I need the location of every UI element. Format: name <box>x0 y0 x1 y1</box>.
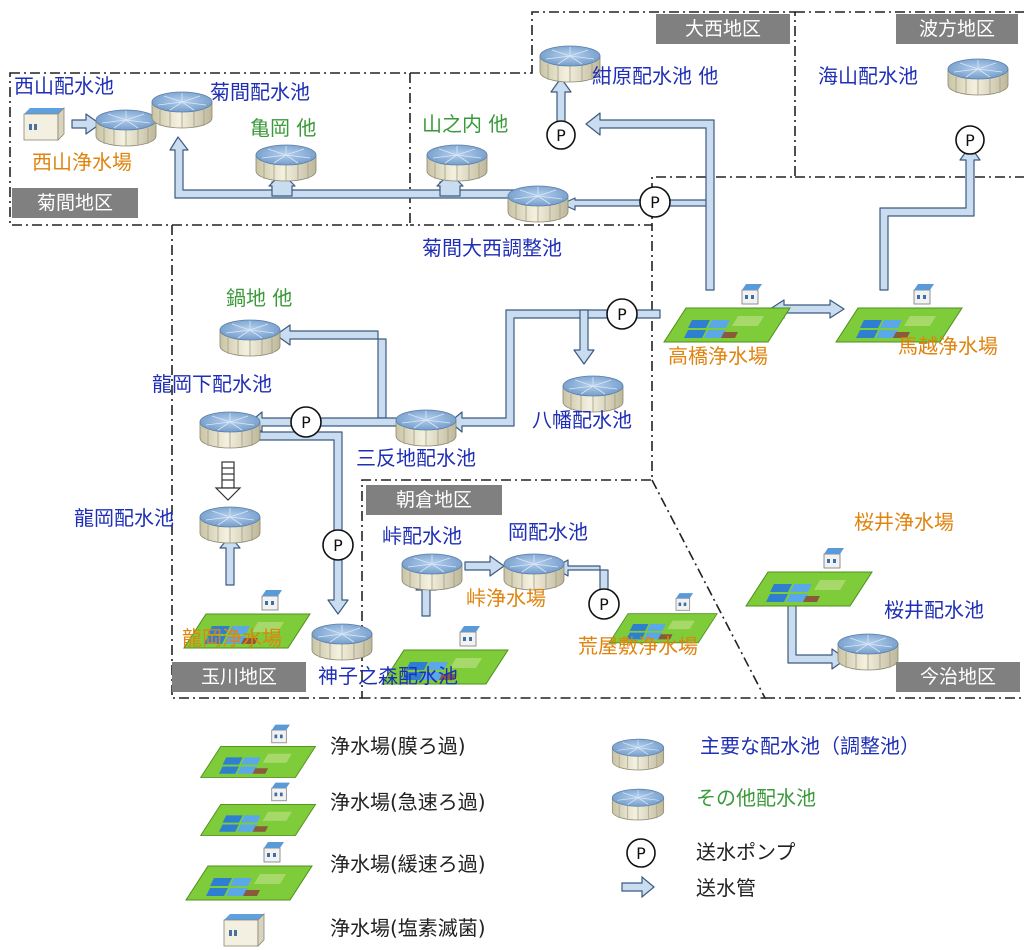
reservoir-nabeji-tank <box>219 319 281 357</box>
reservoir-mikonomori-label: 神子之森配水池 <box>318 664 458 688</box>
reservoir-ryuoka-shita-tank <box>199 411 261 449</box>
reservoir-kaizan-tank <box>947 58 1009 96</box>
reservoir-nishiyama-tank <box>95 109 157 147</box>
pump-label: P <box>599 595 609 614</box>
plant-arayashiki-label: 荒屋敷浄水場 <box>578 634 698 658</box>
pipe-to-yawata <box>573 309 595 365</box>
pipe-to-kikuma-onishi <box>561 197 711 211</box>
reservoir-sakurai-label: 桜井配水池 <box>884 598 984 622</box>
legend-rapid-icon <box>200 782 316 836</box>
pump-label: P <box>650 193 660 212</box>
reservoir-kikuma-onishi-label: 菊間大西調整池 <box>422 236 562 260</box>
pump-label: P <box>301 413 311 432</box>
pump-mikonomori <box>322 529 354 561</box>
reservoir-nishiyama-label: 西山配水池 <box>14 74 114 98</box>
district-hakata-badge: 波方地区 <box>896 14 1018 44</box>
pipe-branch-kameoka <box>268 172 296 197</box>
reservoir-kameoka-label: 亀岡 他 <box>250 116 317 140</box>
pump-label: P <box>636 844 646 863</box>
plant-nishiyama-building <box>23 107 65 141</box>
district-kikuma-badge: 菊間地区 <box>12 188 138 218</box>
plant-sakurai-label: 桜井浄水場 <box>854 510 954 534</box>
pipe-ryuoka-shita-to-ryuoka <box>214 461 242 501</box>
reservoir-santanji-label: 三反地配水池 <box>356 446 476 470</box>
reservoir-mikonomori-tank <box>311 623 373 661</box>
reservoir-kaizan-label: 海山配水池 <box>818 64 918 88</box>
reservoir-tanks <box>95 45 1009 821</box>
boundary-kikuma <box>9 72 411 226</box>
legend-other-reservoir-label: その他配水池 <box>696 786 816 810</box>
boundary-hakata <box>795 11 1024 178</box>
legend-rapid-label: 浄水場(急速ろ過) <box>330 790 486 814</box>
plant-toge-label: 峠浄水場 <box>466 586 546 610</box>
reservoir-ryuoka-shita-label: 龍岡下配水池 <box>152 372 272 396</box>
legend-pump-symbol <box>626 838 656 868</box>
pump-arayashiki <box>588 588 620 620</box>
district-onishi-badge: 大西地区 <box>656 14 790 44</box>
legend-pipe-arrow <box>621 875 655 899</box>
legend-slow-label: 浄水場(緩速ろ過) <box>330 852 486 876</box>
reservoir-sakurai-tank <box>837 633 899 671</box>
pipe-santanji-to-nabeji <box>275 324 387 419</box>
reservoir-yamanouchi-tank <box>426 144 488 182</box>
pump-label: P <box>965 131 975 150</box>
pump-kaizan <box>955 125 985 155</box>
plant-ryuoka-label: 龍岡浄水場 <box>182 626 282 650</box>
legend-other-reservoir-tank <box>611 788 665 821</box>
pipe-takahashi-north <box>585 112 715 291</box>
reservoir-toge-tank <box>401 553 463 591</box>
legend-major-reservoir-tank <box>611 738 665 771</box>
pipe-branch-yamanouchi <box>436 172 464 197</box>
reservoir-oka-tank <box>503 553 565 591</box>
reservoir-santanji-tank <box>395 409 457 447</box>
plant-makoshi-label: 馬越浄水場 <box>898 334 998 358</box>
reservoir-kikuma-label: 菊間配水池 <box>210 80 310 104</box>
reservoir-konbara-label: 紺原配水池 他 <box>592 64 719 88</box>
pipe-toge-to-oka <box>464 555 505 577</box>
pipe-nishiyama-to-kikuma <box>71 113 101 135</box>
district-imabari-badge: 今治地区 <box>896 662 1020 692</box>
plant-nishiyama-label: 西山浄水場 <box>32 150 132 174</box>
district-asakura-badge: 朝倉地区 <box>366 485 502 515</box>
plant-takahashi-label: 高橋浄水場 <box>668 344 768 368</box>
pump-label: P <box>556 126 566 145</box>
plant-takahashi-icon <box>663 283 791 343</box>
pump-takahashi-west <box>606 298 638 330</box>
reservoir-yawata-tank <box>562 375 624 413</box>
pipe-to-konbara <box>550 77 572 125</box>
pipe-to-mikonomori <box>237 431 349 615</box>
legend-major-reservoir-label: 主要な配水池（調整池） <box>700 734 920 758</box>
pump-label: P <box>333 536 343 555</box>
pipe-to-kaizan <box>879 145 981 291</box>
legend-membrane-label: 浄水場(膜ろ過) <box>330 734 466 758</box>
legend-pipe-label: 送水管 <box>696 876 756 900</box>
boundary-tamagawa <box>171 225 653 699</box>
legend-chlorine-label: 浄水場(塩素滅菌) <box>330 916 486 940</box>
pumps <box>290 120 985 868</box>
reservoir-oka-label: 岡配水池 <box>508 520 588 544</box>
reservoir-yamanouchi-label: 山之内 他 <box>422 112 509 136</box>
reservoir-toge-label: 峠配水池 <box>382 524 462 548</box>
reservoir-kikuma-onishi-tank <box>507 185 569 223</box>
district-tamagawa-badge: 玉川地区 <box>172 662 306 692</box>
legend-slow-icon <box>185 841 313 901</box>
pump-label: P <box>617 305 627 324</box>
plant-sakurai-icon <box>745 547 873 607</box>
reservoir-ryuoka-label: 龍岡配水池 <box>74 506 174 530</box>
reservoir-yawata-label: 八幡配水池 <box>532 408 632 432</box>
reservoir-kikuma-tank <box>151 91 213 129</box>
pump-ryuoka-shita <box>290 406 322 438</box>
pump-konbara <box>546 120 576 150</box>
reservoir-konbara-tank <box>539 45 601 83</box>
pipes <box>71 77 981 670</box>
reservoir-kameoka-tank <box>255 144 317 182</box>
reservoir-ryuoka-tank <box>199 506 261 544</box>
pump-kikuma-onishi <box>639 186 671 218</box>
legend-membrane-icon <box>200 724 316 778</box>
legend-chlorine-icon <box>223 913 265 947</box>
legend-pump-label: 送水ポンプ <box>696 840 796 864</box>
reservoir-nabeji-label: 鍋地 他 <box>226 286 293 310</box>
